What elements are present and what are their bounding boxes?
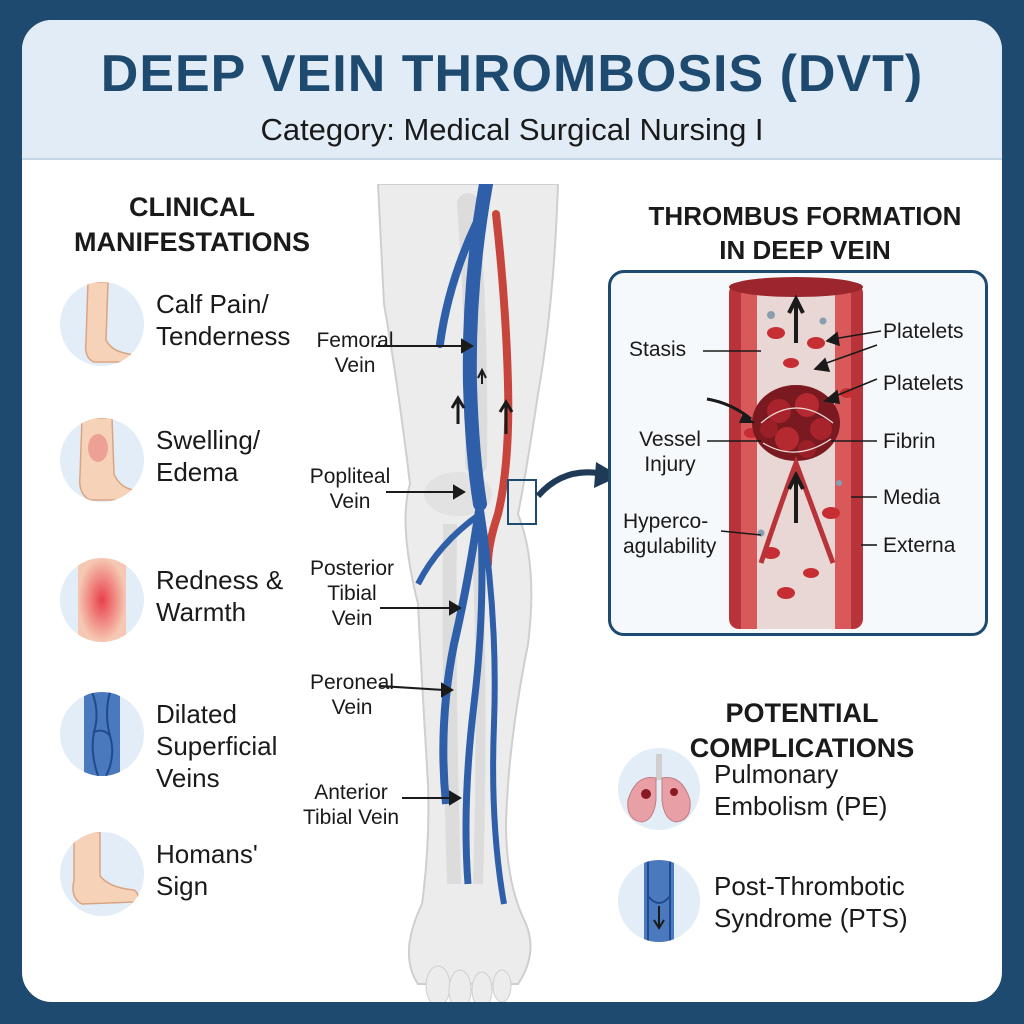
manifestation-label-line: Tenderness bbox=[156, 321, 291, 351]
foot-dorsiflexion-icon bbox=[60, 832, 144, 916]
label-platelets-2: Platelets bbox=[883, 372, 964, 395]
vein-leader-lines bbox=[376, 338, 474, 806]
complication-label-line: Syndrome (PTS) bbox=[714, 903, 908, 933]
manifestation-label-line: Veins bbox=[156, 763, 220, 793]
complication-pe: Pulmonary Embolism (PE) bbox=[618, 748, 988, 838]
label-anterior-tibial-vein: Anterior Tibial Vein bbox=[286, 780, 416, 830]
femoral-vein-line bbox=[462, 184, 493, 511]
vein-label-line: Peroneal bbox=[309, 671, 395, 694]
t-label-line: Vessel bbox=[639, 428, 701, 451]
complication-pts: Post-Thrombotic Syndrome (PTS) bbox=[618, 860, 988, 950]
vein-label-line: Anterior bbox=[314, 781, 388, 804]
manifestation-label-line: Sign bbox=[156, 871, 209, 901]
peroneal-vein-line bbox=[462, 503, 486, 885]
manifestations-title-line1: CLINICAL bbox=[129, 192, 255, 222]
thrombus-clot bbox=[752, 385, 840, 461]
vein-label-line: Femoral bbox=[316, 329, 394, 352]
manifestation-label-line: Dilated bbox=[156, 699, 237, 729]
thrombus-title-line1: THROMBUS FORMATION bbox=[648, 201, 962, 231]
label-peroneal-vein: Peroneal Vein bbox=[292, 670, 412, 720]
thrombus-title-line2: IN DEEP VEIN bbox=[719, 234, 891, 265]
thrombus-diagram-box: Stasis Vessel Injury Hyperco- agulabilit… bbox=[608, 270, 988, 636]
manifestation-label-line: Homans' bbox=[156, 839, 258, 869]
page-title: DEEP VEIN THROMBOSIS (DVT) bbox=[100, 45, 924, 103]
manifestation-label-line: Warmth bbox=[156, 597, 247, 627]
label-fibrin: Fibrin bbox=[883, 430, 936, 453]
label-hypercoagulability: Hyperco- agulability bbox=[623, 509, 716, 559]
manifestation-label-line: Redness & bbox=[156, 565, 284, 595]
vein-label-line: Posterior bbox=[309, 557, 395, 580]
vein-label-line: Vein bbox=[334, 354, 376, 377]
redness-skin-icon bbox=[60, 558, 144, 642]
label-externa: Externa bbox=[883, 534, 956, 557]
t-label-line: Injury bbox=[644, 453, 696, 476]
thrombus-title: THROMBUS FORMATION IN DEEP VEIN bbox=[630, 200, 980, 268]
complication-label-line: Post-Thrombotic bbox=[714, 871, 905, 901]
manifestation-label-line: Swelling/ bbox=[156, 425, 261, 455]
artery-line bbox=[484, 210, 513, 568]
vessel-cross-section bbox=[703, 277, 882, 629]
vein-label-line: Popliteal bbox=[309, 465, 391, 488]
manifestation-label-line: Superficial bbox=[156, 731, 278, 761]
t-label-line: Hyperco- bbox=[623, 510, 709, 533]
label-vessel-injury: Vessel Injury bbox=[629, 427, 711, 477]
label-stasis: Stasis bbox=[629, 338, 687, 361]
header-banner: DEEP VEIN THROMBOSIS (DVT) Category: Med… bbox=[22, 20, 1002, 160]
label-media: Media bbox=[883, 486, 941, 509]
label-posterior-tibial-vein: Posterior Tibial Vein bbox=[292, 556, 412, 631]
manifestation-label-line: Calf Pain/ bbox=[156, 289, 269, 319]
vein-label-line: Vein bbox=[331, 696, 373, 719]
label-femoral-vein: Femoral Vein bbox=[300, 328, 410, 378]
manifestation-redness: Redness & Warmth bbox=[60, 558, 340, 648]
manifestation-calf-pain: Calf Pain/ Tenderness bbox=[60, 282, 340, 372]
zoom-arrow bbox=[535, 462, 620, 499]
dilated-veins-icon bbox=[60, 692, 144, 776]
vein-label-line: Tibial Vein bbox=[302, 806, 400, 829]
manifestation-dilated-veins: Dilated Superficial Veins bbox=[60, 692, 340, 802]
lungs-icon bbox=[618, 748, 700, 830]
manifestation-label-line: Edema bbox=[156, 457, 239, 487]
label-popliteal-vein: Popliteal Vein bbox=[290, 464, 410, 514]
label-platelets-1: Platelets bbox=[883, 320, 964, 343]
manifestation-swelling: Swelling/ Edema bbox=[60, 418, 340, 508]
anterior-tibial-vein-line bbox=[477, 503, 507, 905]
vein-label-line: Vein bbox=[329, 490, 371, 513]
page-subtitle: Category: Medical Surgical Nursing I bbox=[260, 112, 764, 147]
complications-title: POTENTIAL COMPLICATIONS bbox=[689, 698, 915, 764]
vein-label-line: Vein bbox=[331, 607, 373, 630]
leg-illustration bbox=[376, 184, 560, 1002]
complication-label-line: Pulmonary bbox=[714, 759, 839, 789]
manifestations-title-line2: MANIFESTATIONS bbox=[74, 227, 310, 258]
calf-leg-icon bbox=[60, 282, 144, 366]
vein-valve-icon bbox=[618, 860, 700, 942]
zoom-indicator-box bbox=[507, 479, 537, 525]
vein-label-line: Tibial bbox=[327, 582, 377, 605]
manifestation-homans-sign: Homans' Sign bbox=[60, 832, 340, 922]
infographic-card: DEEP VEIN THROMBOSIS (DVT) Category: Med… bbox=[8, 6, 1016, 1016]
t-label-line: agulability bbox=[623, 535, 717, 558]
complication-label-line: Embolism (PE) bbox=[714, 791, 888, 821]
posterior-tibial-vein-line bbox=[439, 503, 484, 805]
manifestations-title: CLINICAL MANIFESTATIONS bbox=[52, 190, 332, 260]
swollen-leg-icon bbox=[60, 418, 144, 502]
